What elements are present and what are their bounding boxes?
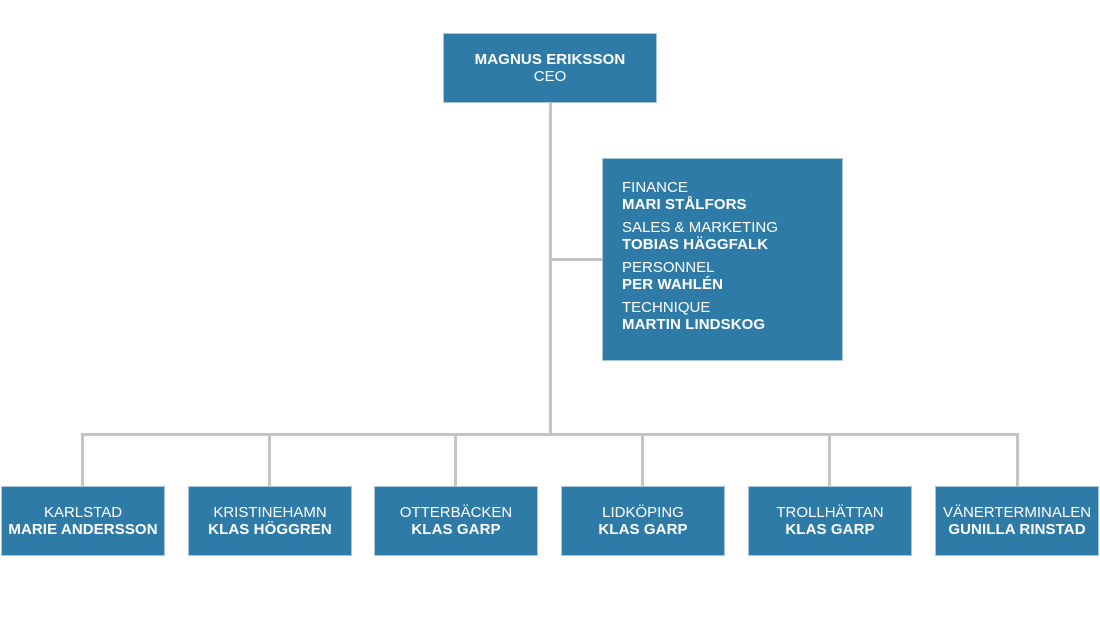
staff-role: PERSONNEL: [622, 259, 715, 276]
branch-place: LIDKÖPING: [602, 504, 684, 521]
branch-drop-connector: [641, 433, 644, 486]
branch-place: VÄNERTERMINALEN: [942, 504, 1092, 521]
staff-item-finance: FINANCE MARI STÅLFORS: [622, 179, 842, 213]
staff-item-personnel: PERSONNEL PER WAHLÉN: [622, 259, 842, 293]
staff-role: FINANCE: [622, 179, 688, 196]
branch-drop-connector: [1016, 433, 1019, 486]
staff-functions-node: FINANCE MARI STÅLFORS SALES & MARKETING …: [602, 158, 843, 361]
staff-name: TOBIAS HÄGGFALK: [622, 236, 769, 253]
branch-manager: KLAS GARP: [411, 521, 501, 538]
branch-place: KRISTINEHAMN: [213, 504, 327, 521]
staff-role: SALES & MARKETING: [622, 219, 778, 236]
staff-name: MARI STÅLFORS: [622, 196, 747, 213]
branch-drop-connector: [828, 433, 831, 486]
staff-role: TECHNIQUE: [622, 299, 711, 316]
branch-node-lidkoping: LIDKÖPING KLAS GARP: [561, 486, 725, 556]
staff-connector: [549, 258, 602, 261]
branch-manager: KLAS GARP: [598, 521, 688, 538]
branch-node-trollhattan: TROLLHÄTTAN KLAS GARP: [748, 486, 912, 556]
branch-drop-connector: [268, 433, 271, 486]
ceo-title: CEO: [533, 68, 567, 85]
ceo-trunk-connector: [549, 103, 552, 436]
ceo-name: MAGNUS ERIKSSON: [474, 51, 626, 68]
branch-place: OTTERBÄCKEN: [399, 504, 513, 521]
staff-item-sales-marketing: SALES & MARKETING TOBIAS HÄGGFALK: [622, 219, 842, 253]
branch-bus-connector: [81, 433, 1019, 436]
branch-node-kristinehamn: KRISTINEHAMN KLAS HÖGGREN: [188, 486, 352, 556]
branch-node-vanerterminalen: VÄNERTERMINALEN GUNILLA RINSTAD: [935, 486, 1099, 556]
staff-name: MARTIN LINDSKOG: [622, 316, 766, 333]
ceo-node: MAGNUS ERIKSSON CEO: [443, 33, 657, 103]
branch-place: KARLSTAD: [43, 504, 123, 521]
staff-name: PER WAHLÉN: [622, 276, 724, 293]
branch-manager: KLAS GARP: [785, 521, 875, 538]
branch-drop-connector: [81, 433, 84, 486]
branch-manager: GUNILLA RINSTAD: [948, 521, 1086, 538]
branch-manager: MARIE ANDERSSON: [8, 521, 158, 538]
branch-node-otterbacken: OTTERBÄCKEN KLAS GARP: [374, 486, 538, 556]
branch-place: TROLLHÄTTAN: [776, 504, 884, 521]
branch-node-karlstad: KARLSTAD MARIE ANDERSSON: [1, 486, 165, 556]
branch-drop-connector: [454, 433, 457, 486]
branch-manager: KLAS HÖGGREN: [208, 521, 332, 538]
staff-item-technique: TECHNIQUE MARTIN LINDSKOG: [622, 299, 842, 333]
